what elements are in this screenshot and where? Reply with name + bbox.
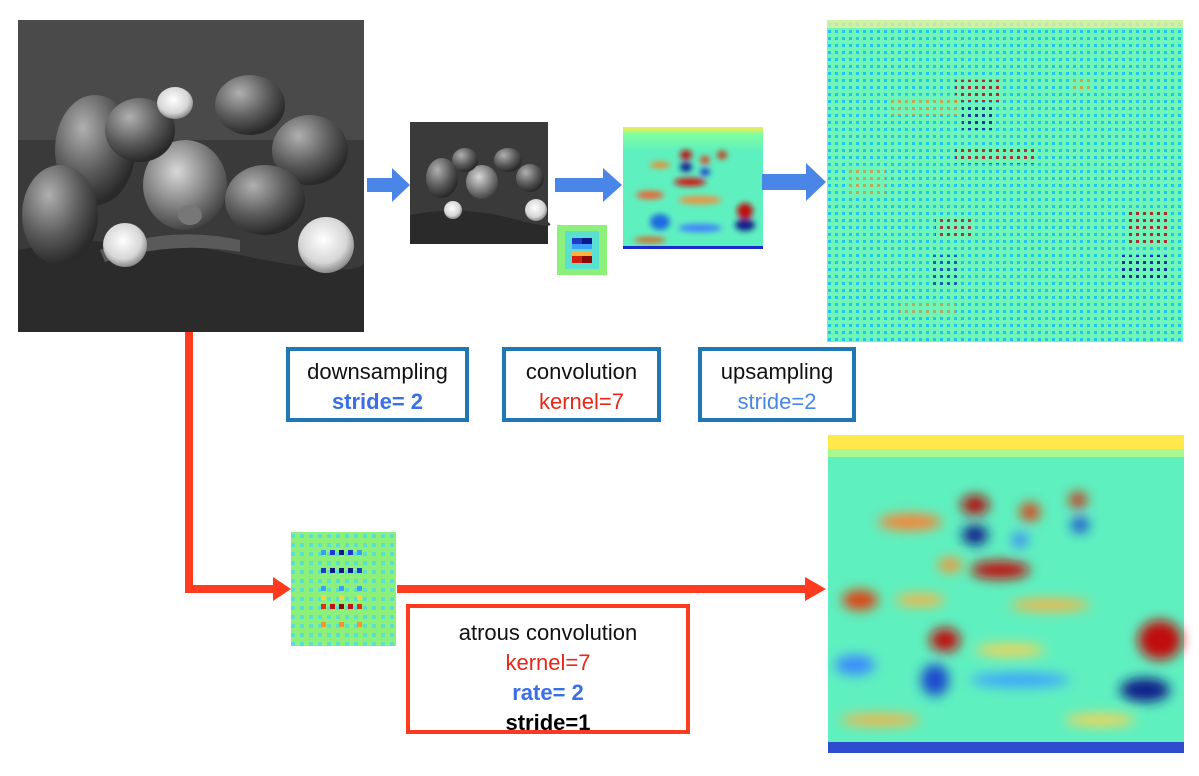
feature-map-atrous	[828, 435, 1184, 753]
atrous-rate: rate= 2	[512, 680, 584, 705]
arrow-convolve	[555, 168, 622, 202]
arrow-upsample	[762, 163, 826, 201]
atrous-stride: stride=1	[505, 710, 591, 735]
upsampling-title: upsampling	[720, 359, 834, 384]
downsampling-stride: stride= 2	[331, 389, 424, 414]
input-image-large	[18, 20, 364, 332]
atrous-title: atrous convolution	[458, 620, 638, 645]
arrow-downsample	[367, 168, 410, 202]
convolution-box: convolution kernel=7	[502, 347, 661, 422]
feature-map-upsampled	[827, 20, 1183, 342]
downsampling-title: downsampling	[307, 359, 448, 384]
kernel-7x7	[557, 225, 607, 275]
downsampling-box: downsampling stride= 2	[286, 347, 469, 422]
convolution-kernel: kernel=7	[538, 389, 624, 414]
atrous-kernel: kernel=7	[505, 650, 591, 675]
atrous-kernel	[291, 532, 396, 646]
atrous-convolution-box: atrous convolution kernel=7 rate= 2 stri…	[406, 604, 690, 735]
upsampling-box: upsampling stride=2	[698, 347, 856, 422]
convolution-title: convolution	[525, 359, 638, 384]
upsampling-stride: stride=2	[737, 389, 817, 414]
arrow-atrous-path	[185, 332, 826, 601]
feature-map-small	[623, 127, 763, 249]
input-image-downsampled	[410, 122, 551, 244]
